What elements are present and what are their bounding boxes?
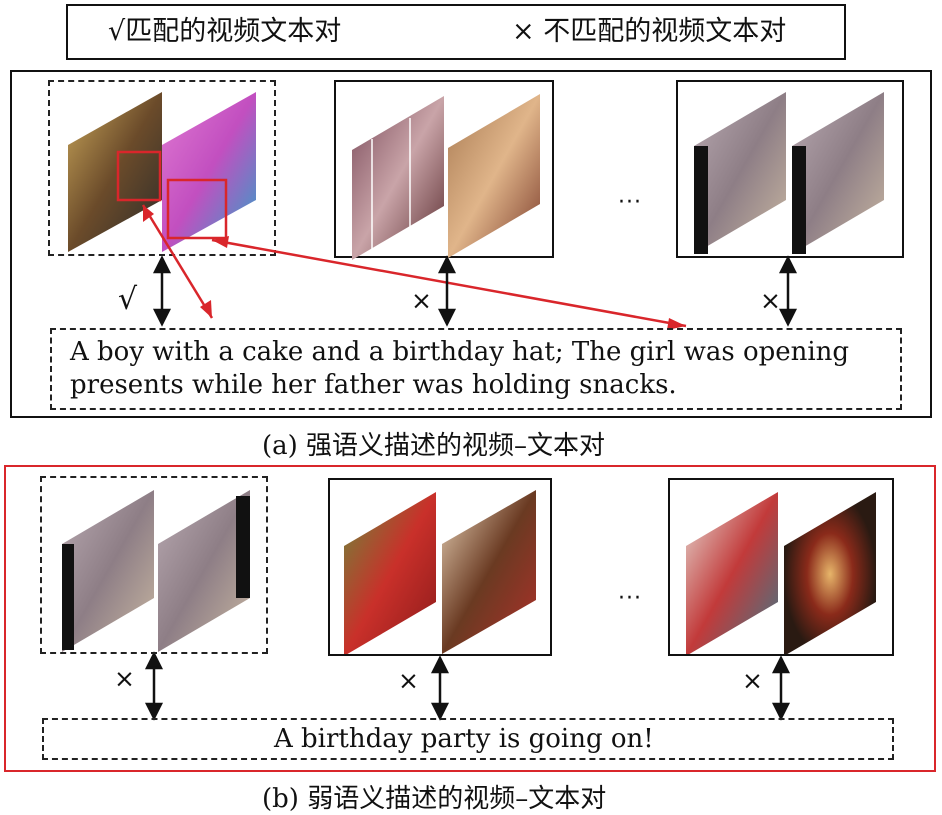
panel-a-video-3 (676, 80, 904, 258)
legend-match: √匹配的视频文本对 (108, 16, 342, 47)
frame-girls (448, 94, 540, 258)
mark-b-video3: × (742, 666, 763, 695)
panel-b-video-1 (40, 476, 268, 654)
panel-b-video-2 (328, 478, 552, 656)
mark-b-video1: × (114, 664, 135, 693)
panel-a-caption: (a) 强语义描述的视频–文本对 (262, 431, 606, 461)
panel-a-strong-semantic (10, 70, 932, 418)
frame-cartoon-1 (68, 92, 162, 252)
panel-b-text-box: A birthday party is going on! (42, 718, 894, 760)
panel-a-video-matched (48, 80, 276, 256)
ellipsis-a: ··· (618, 190, 642, 215)
frame-tea-1 (694, 92, 786, 254)
frame-b-tea-1 (62, 490, 154, 652)
frame-b-poster (686, 492, 778, 656)
mark-a-video3: × (760, 286, 781, 315)
frame-b-chocolates (442, 490, 536, 654)
panel-b-weak-semantic (4, 465, 936, 772)
legend-mismatch: × 不匹配的视频文本对 (512, 16, 787, 47)
highlight-box-presents (166, 178, 228, 240)
panel-b-text: A birthday party is going on! (274, 724, 654, 754)
frame-tea-2 (792, 92, 884, 254)
ellipsis-b: ··· (618, 586, 642, 611)
panel-b-caption: (b) 弱语义描述的视频–文本对 (262, 784, 607, 814)
panel-a-video-2 (334, 80, 554, 258)
mark-a-video1: √ (118, 282, 138, 317)
panel-a-text-line2: presents while her father was holding sn… (70, 370, 677, 400)
frame-cartoon-2 (162, 92, 256, 252)
arrow-cake-to-text (141, 204, 214, 319)
frame-b-berries (344, 492, 436, 656)
frame-b-roulette (784, 492, 876, 656)
legend: √匹配的视频文本对 × 不匹配的视频文本对 (66, 4, 846, 60)
highlight-box-cake (116, 150, 162, 202)
panel-a-text-box: A boy with a cake and a birthday hat; Th… (50, 328, 902, 410)
panel-a-text-line1: A boy with a cake and a birthday hat; Th… (70, 337, 850, 367)
mark-a-video2: × (411, 286, 432, 315)
arrow-presents-to-text (211, 238, 687, 328)
panel-b-video-3 (668, 478, 894, 656)
double-arrows-b (144, 651, 791, 721)
mark-b-video2: × (398, 666, 419, 695)
double-arrows-a (152, 255, 798, 327)
frame-cake-1 (352, 96, 444, 260)
frame-b-tea-2 (158, 490, 250, 652)
